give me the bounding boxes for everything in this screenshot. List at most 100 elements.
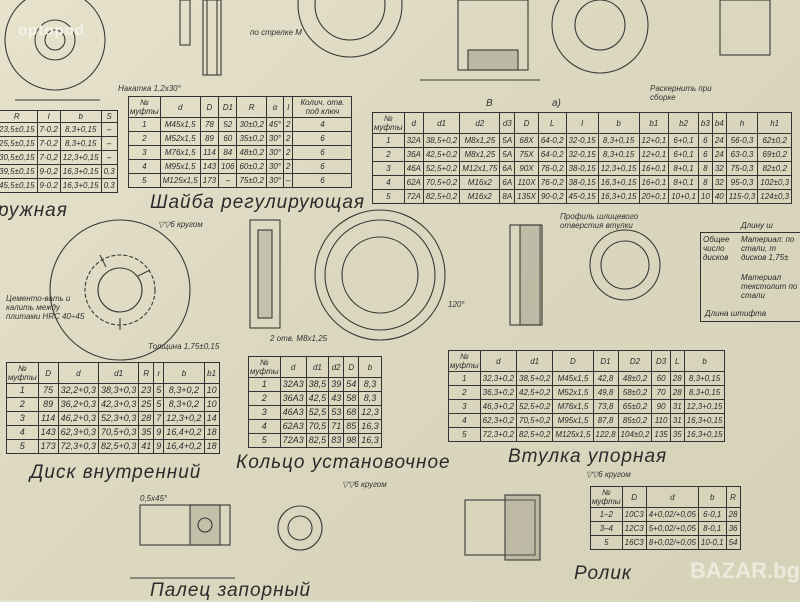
table-cell: M8x1,25 — [459, 133, 501, 148]
table-cell: 6+0,1 — [668, 133, 699, 148]
column-header: b — [163, 362, 205, 384]
table-cell: 72,3+0,3 — [57, 439, 99, 454]
table-cell: M8x1,25 — [459, 147, 501, 162]
column-header: b3 — [697, 112, 713, 134]
table-cell: 40 — [711, 189, 727, 204]
table-cell: 28 — [669, 371, 685, 386]
table-cell: 8,3+0,15 — [683, 371, 726, 386]
table-cell: 73,8 — [592, 399, 619, 414]
table-cell: 12,3 — [358, 405, 382, 420]
table-cell: 75-0,3 — [725, 161, 759, 176]
table-cell: 35±0,2 — [236, 131, 267, 146]
table-cell: 85±0,2 — [617, 413, 653, 428]
table-cell: 36A — [403, 147, 424, 162]
table-cell: 5A — [499, 133, 516, 148]
table-cell: 12,3+0,15 — [59, 150, 102, 165]
table-cell: 5 — [248, 433, 281, 448]
right-box-material2: Материал текстолит по стали — [741, 273, 798, 300]
table-cell: 30° — [265, 173, 285, 188]
column-header: d1 — [422, 112, 461, 134]
table-cell: 75±0,2 — [236, 173, 267, 188]
column-header: R — [725, 486, 741, 508]
table-cell: 20+0,1 — [638, 189, 670, 204]
table-cell: 5A — [499, 147, 516, 162]
note-view-b: В — [486, 98, 493, 109]
table-cell: 42,5+0,2 — [515, 385, 554, 400]
table-cell: 42,8 — [592, 371, 619, 386]
table-cell: 7-0,2 — [36, 136, 61, 151]
table-cell: 8,3+0,15 — [597, 147, 640, 162]
column-header: d — [645, 486, 699, 508]
table-cell: 70,5+0,2 — [422, 175, 461, 190]
column-header: d — [159, 96, 201, 118]
column-header: b4 — [711, 112, 727, 134]
column-header: D1 — [218, 96, 238, 118]
table-cell: 72,3+0,2 — [479, 427, 518, 442]
table-cell: 65±0,2 — [617, 399, 653, 414]
table-cell: 35 — [669, 427, 685, 442]
table-cell: 8A — [499, 189, 516, 204]
right-box-top: Длину ш — [741, 221, 773, 230]
table-cell: M52x1,5 — [159, 131, 201, 146]
washer-front-drawing — [297, 0, 403, 58]
note-angle: 120° — [448, 300, 465, 309]
table-cell: 5 — [128, 173, 161, 188]
table-cell: 4 — [448, 413, 481, 428]
table-cell: 58±0,2 — [617, 385, 653, 400]
column-header: D — [621, 486, 647, 508]
column-header: D — [199, 96, 220, 118]
table-cell: 60 — [651, 371, 671, 386]
column-header: D — [552, 350, 594, 372]
table-cell: 24 — [711, 147, 727, 162]
table-cell: 104±0,2 — [617, 427, 653, 442]
table-cell: 64-0,2 — [537, 147, 567, 162]
table-cell: 25 — [138, 397, 155, 412]
table-cell: M16x2 — [459, 189, 501, 204]
table-cell: 143 — [199, 159, 220, 174]
table-cell: 3–4 — [590, 521, 623, 536]
table-cell: 8-0,1 — [697, 521, 727, 536]
table-cell: 2 — [6, 397, 39, 412]
table-cell: 2 — [282, 159, 294, 174]
table-cell: 62,3+0,3 — [57, 425, 99, 440]
table-cell: 6 — [697, 147, 713, 162]
note-spline-profile: Профиль шлицевого отверстия втулки — [560, 212, 639, 230]
table-cell: 71 — [328, 419, 345, 434]
table-cell: 12,3+0,2 — [163, 411, 205, 426]
table-cell: 32 — [711, 175, 727, 190]
column-header: D — [343, 356, 360, 378]
table-cell: 36,3+0,2 — [479, 385, 518, 400]
table-cell: 10 — [203, 383, 220, 398]
table-cell: 9-0,2 — [36, 164, 61, 179]
table-cell: 3 — [372, 161, 405, 176]
table-cell: 28 — [725, 507, 741, 522]
column-header: Колич. отв. под ключ — [292, 96, 353, 118]
table-cell: 62±0,2 — [757, 133, 793, 148]
table-cell: 2 — [128, 131, 161, 146]
table-cell: 41 — [138, 439, 155, 454]
table-cell: 72A — [403, 189, 424, 204]
column-header: № муфты — [372, 112, 405, 134]
table-cell: 2 — [372, 147, 405, 162]
table-cell: 16+0,1 — [638, 161, 670, 176]
watermark-logo-top-left: optopod — [18, 22, 85, 39]
table-cell: 82,5+0,2 — [515, 427, 554, 442]
column-header: № муфты — [6, 362, 39, 384]
column-header: D2 — [617, 350, 653, 372]
